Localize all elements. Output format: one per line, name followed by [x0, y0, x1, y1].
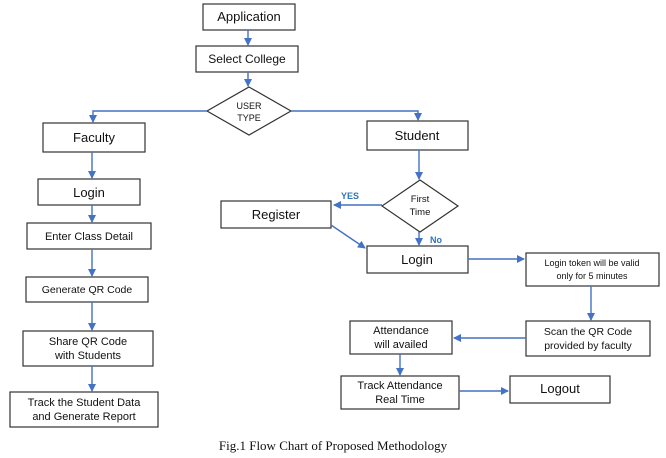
arrow-usertype-to-faculty [89, 110, 207, 123]
svg-text:First: First [411, 194, 430, 205]
svg-text:Track the Student Data: Track the Student Data [28, 397, 142, 409]
enter-class-detail-node: Enter Class Detail [26, 222, 152, 250]
svg-text:Register: Register [252, 207, 301, 222]
register-node: Register [220, 200, 332, 229]
user-type-decision: USER TYPE [205, 86, 293, 136]
svg-text:only for 5 minutes: only for 5 minutes [556, 271, 628, 281]
svg-text:Login: Login [73, 185, 105, 200]
select-college-node: Select College [195, 45, 299, 73]
svg-text:Student: Student [395, 128, 440, 143]
svg-text:Generate QR Code: Generate QR Code [42, 284, 133, 296]
svg-text:USER: USER [236, 101, 262, 111]
student-login-node: Login [366, 245, 469, 274]
track-attendance-node: Track Attendance Real Time [340, 375, 460, 410]
figure-caption: Fig.1 Flow Chart of Proposed Methodology [218, 438, 448, 453]
svg-text:Enter Class Detail: Enter Class Detail [45, 231, 133, 243]
edge-label-no: No [430, 235, 442, 245]
svg-text:provided by faculty: provided by faculty [544, 340, 632, 352]
svg-text:Scan the QR Code: Scan the QR Code [544, 326, 632, 338]
svg-text:TYPE: TYPE [237, 113, 261, 123]
application-node: Application [202, 3, 296, 31]
faculty-login-node: Login [37, 178, 141, 206]
share-qr-node: Share QR Code with Students [22, 330, 154, 367]
first-time-decision: First Time [380, 179, 460, 233]
svg-text:Attendance: Attendance [373, 325, 429, 337]
svg-text:Login: Login [401, 252, 433, 267]
logout-node: Logout [509, 375, 611, 404]
faculty-node: Faculty [42, 122, 146, 153]
arrow-register-to-login [330, 224, 366, 249]
svg-text:Login token will be valid: Login token will be valid [544, 258, 639, 268]
scan-qr-node: Scan the QR Code provided by faculty [525, 320, 651, 357]
track-student-node: Track the Student Data and Generate Repo… [9, 391, 159, 428]
edge-label-yes: YES [341, 191, 359, 201]
svg-text:Time: Time [410, 207, 431, 218]
arrow-usertype-to-student [291, 110, 422, 121]
attendance-node: Attendance will availed [349, 320, 453, 355]
svg-text:Real Time: Real Time [375, 394, 425, 406]
svg-text:Share QR Code: Share QR Code [49, 336, 127, 348]
generate-qr-node: Generate QR Code [25, 276, 149, 303]
svg-text:will availed: will availed [373, 339, 427, 351]
login-token-node: Login token will be valid only for 5 min… [525, 252, 660, 287]
svg-text:Logout: Logout [540, 381, 580, 396]
svg-text:Select College: Select College [208, 52, 286, 66]
svg-text:Faculty: Faculty [73, 130, 115, 145]
svg-text:and Generate Report: and Generate Report [32, 411, 135, 423]
svg-text:Track Attendance: Track Attendance [357, 380, 442, 392]
svg-text:with Students: with Students [54, 350, 122, 362]
student-node: Student [366, 120, 469, 151]
svg-text:Application: Application [217, 9, 281, 24]
